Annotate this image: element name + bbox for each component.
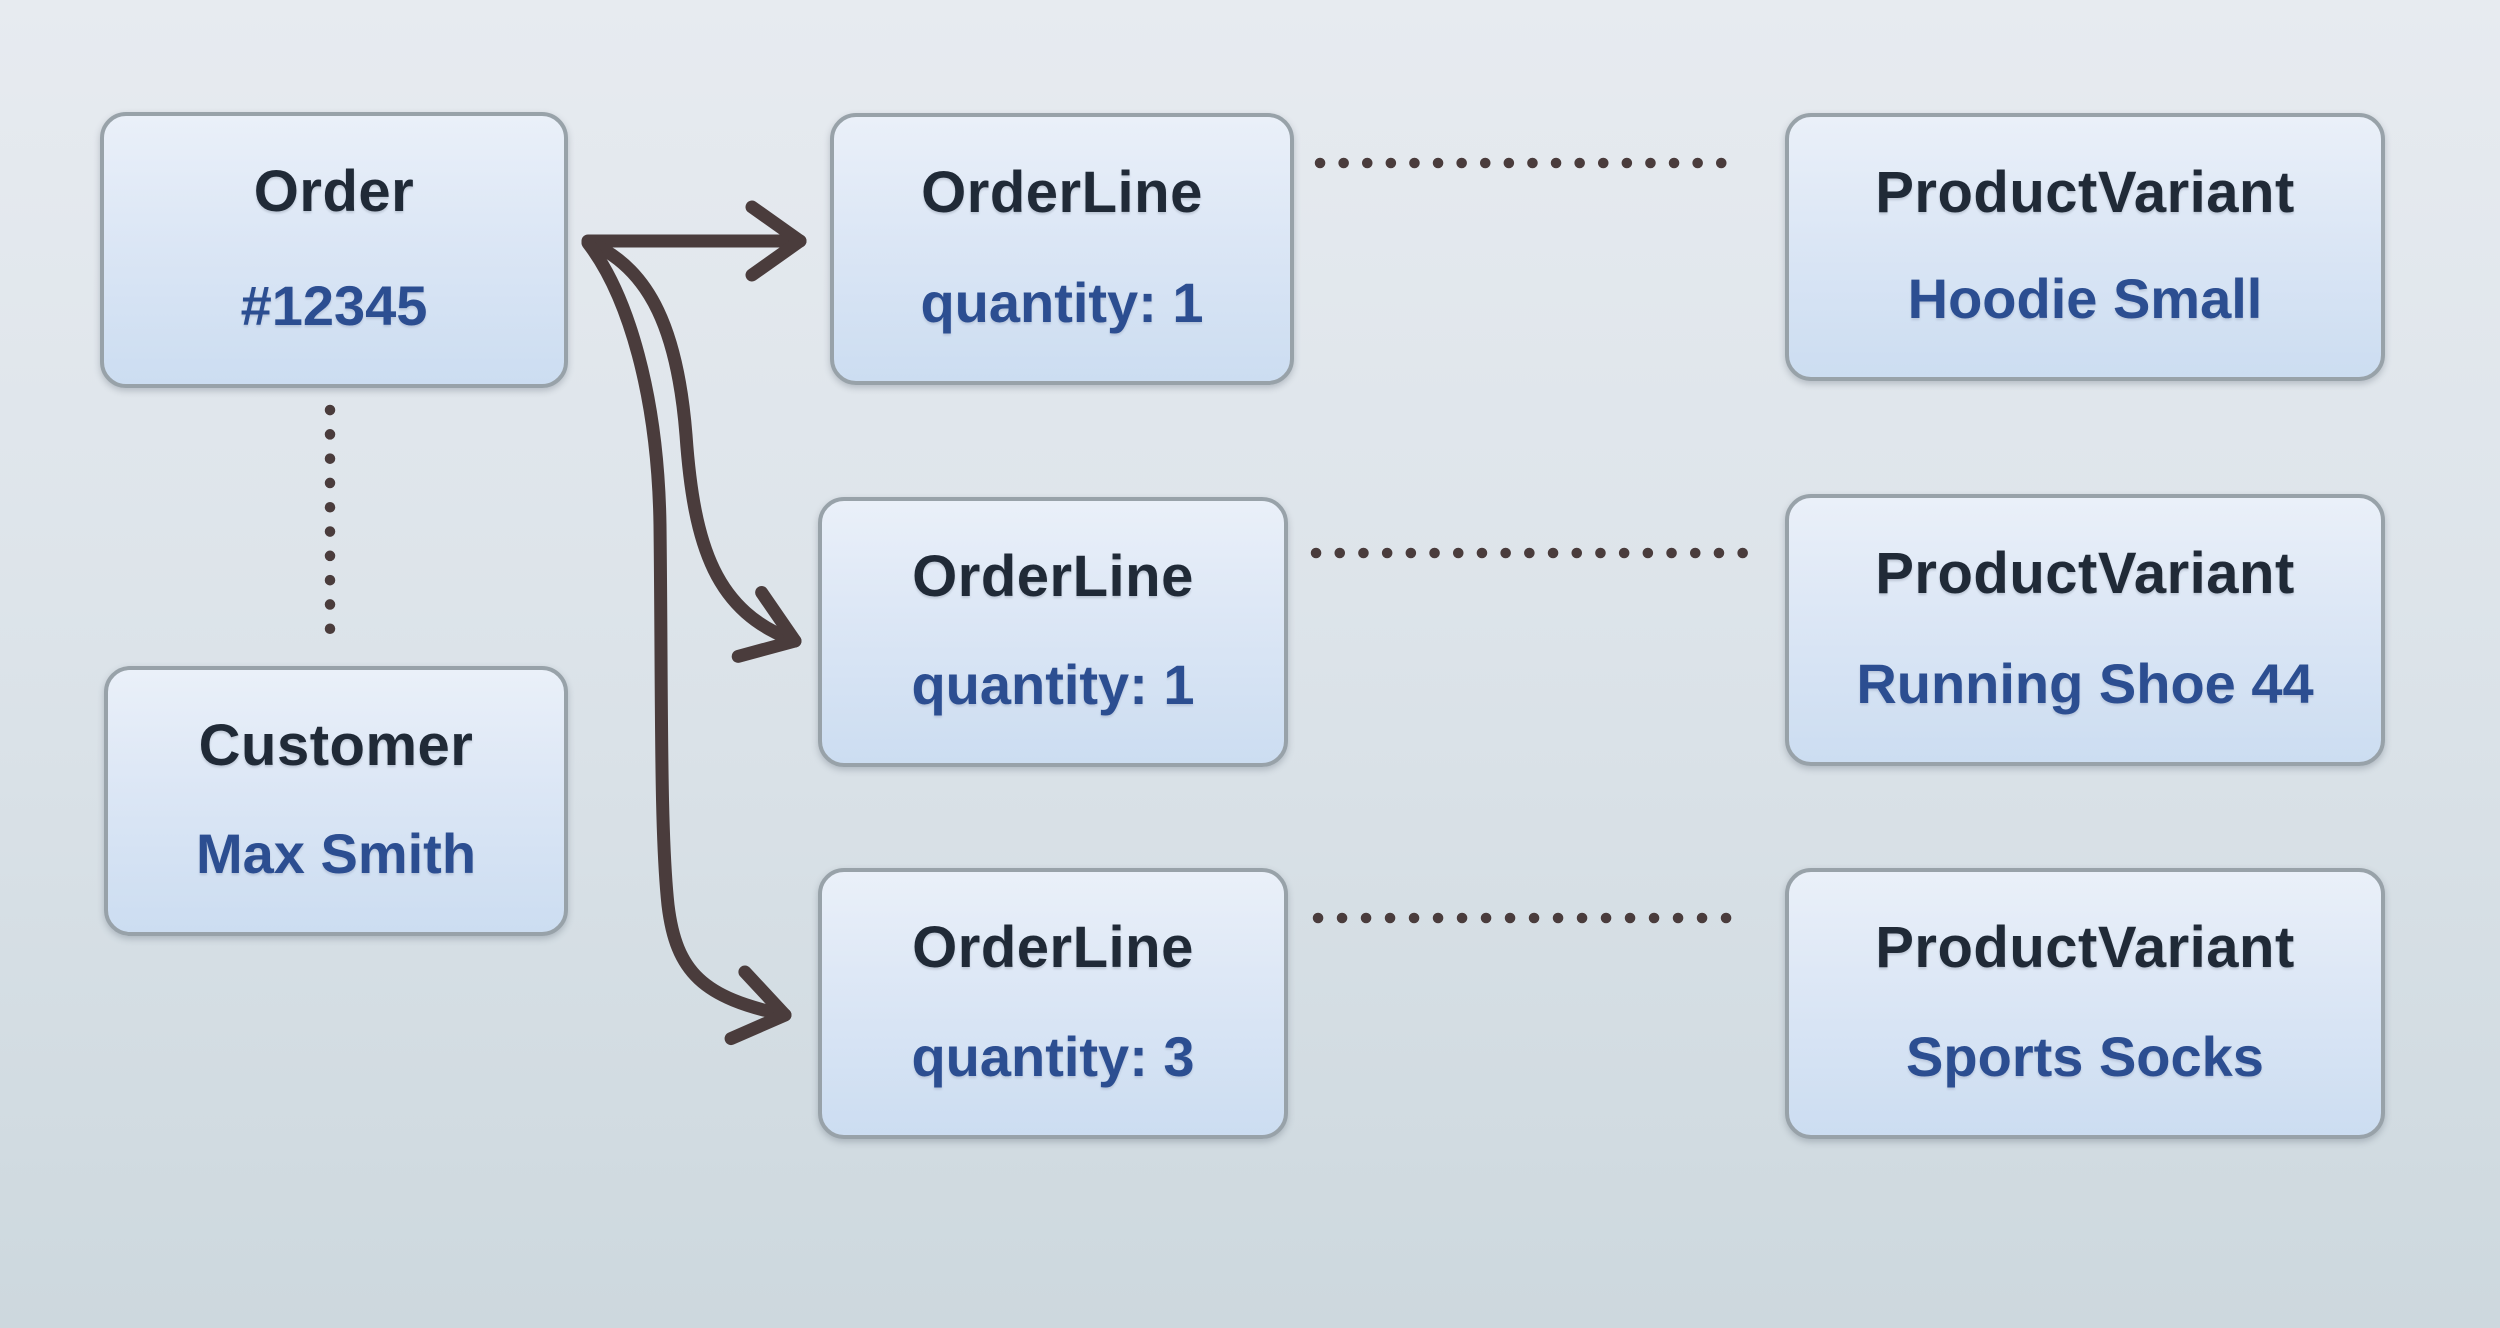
productvariant-node-1: ProductVariant Hoodie Small [1785, 113, 2385, 381]
productvariant-node-3: ProductVariant Sports Socks [1785, 868, 2385, 1139]
productvariant-node-3-title: ProductVariant [1875, 915, 2295, 980]
orderline-node-2-value: quantity: 1 [911, 653, 1195, 716]
arrow-order-to-orderline-2 [581, 235, 802, 663]
customer-node: Customer Max Smith [104, 666, 568, 936]
customer-node-value: Max Smith [195, 822, 477, 885]
productvariant-node-2: ProductVariant Running Shoe 44 [1785, 494, 2385, 766]
productvariant-node-3-value: Sports Socks [1906, 1025, 2264, 1088]
productvariant-node-2-title: ProductVariant [1875, 541, 2295, 606]
order-node-title: Order [253, 159, 415, 224]
orderline-node-1-title: OrderLine [921, 160, 1203, 225]
orderline-node-3: OrderLine quantity: 3 [818, 868, 1288, 1139]
productvariant-node-2-value: Running Shoe 44 [1856, 652, 2314, 715]
orderline-node-1-value: quantity: 1 [920, 271, 1204, 334]
order-node-value: #12345 [240, 274, 428, 337]
order-node: Order #12345 [100, 112, 568, 388]
customer-node-title: Customer [198, 713, 474, 778]
productvariant-node-1-value: Hoodie Small [1907, 267, 2263, 330]
productvariant-node-1-title: ProductVariant [1875, 160, 2295, 225]
orderline-node-2: OrderLine quantity: 1 [818, 497, 1288, 767]
orderline-node-3-value: quantity: 3 [911, 1025, 1195, 1088]
orderline-node-2-title: OrderLine [912, 544, 1194, 609]
arrow-order-to-orderline-3 [581, 236, 792, 1046]
orderline-node-1: OrderLine quantity: 1 [830, 113, 1294, 385]
orderline-node-3-title: OrderLine [912, 915, 1194, 980]
